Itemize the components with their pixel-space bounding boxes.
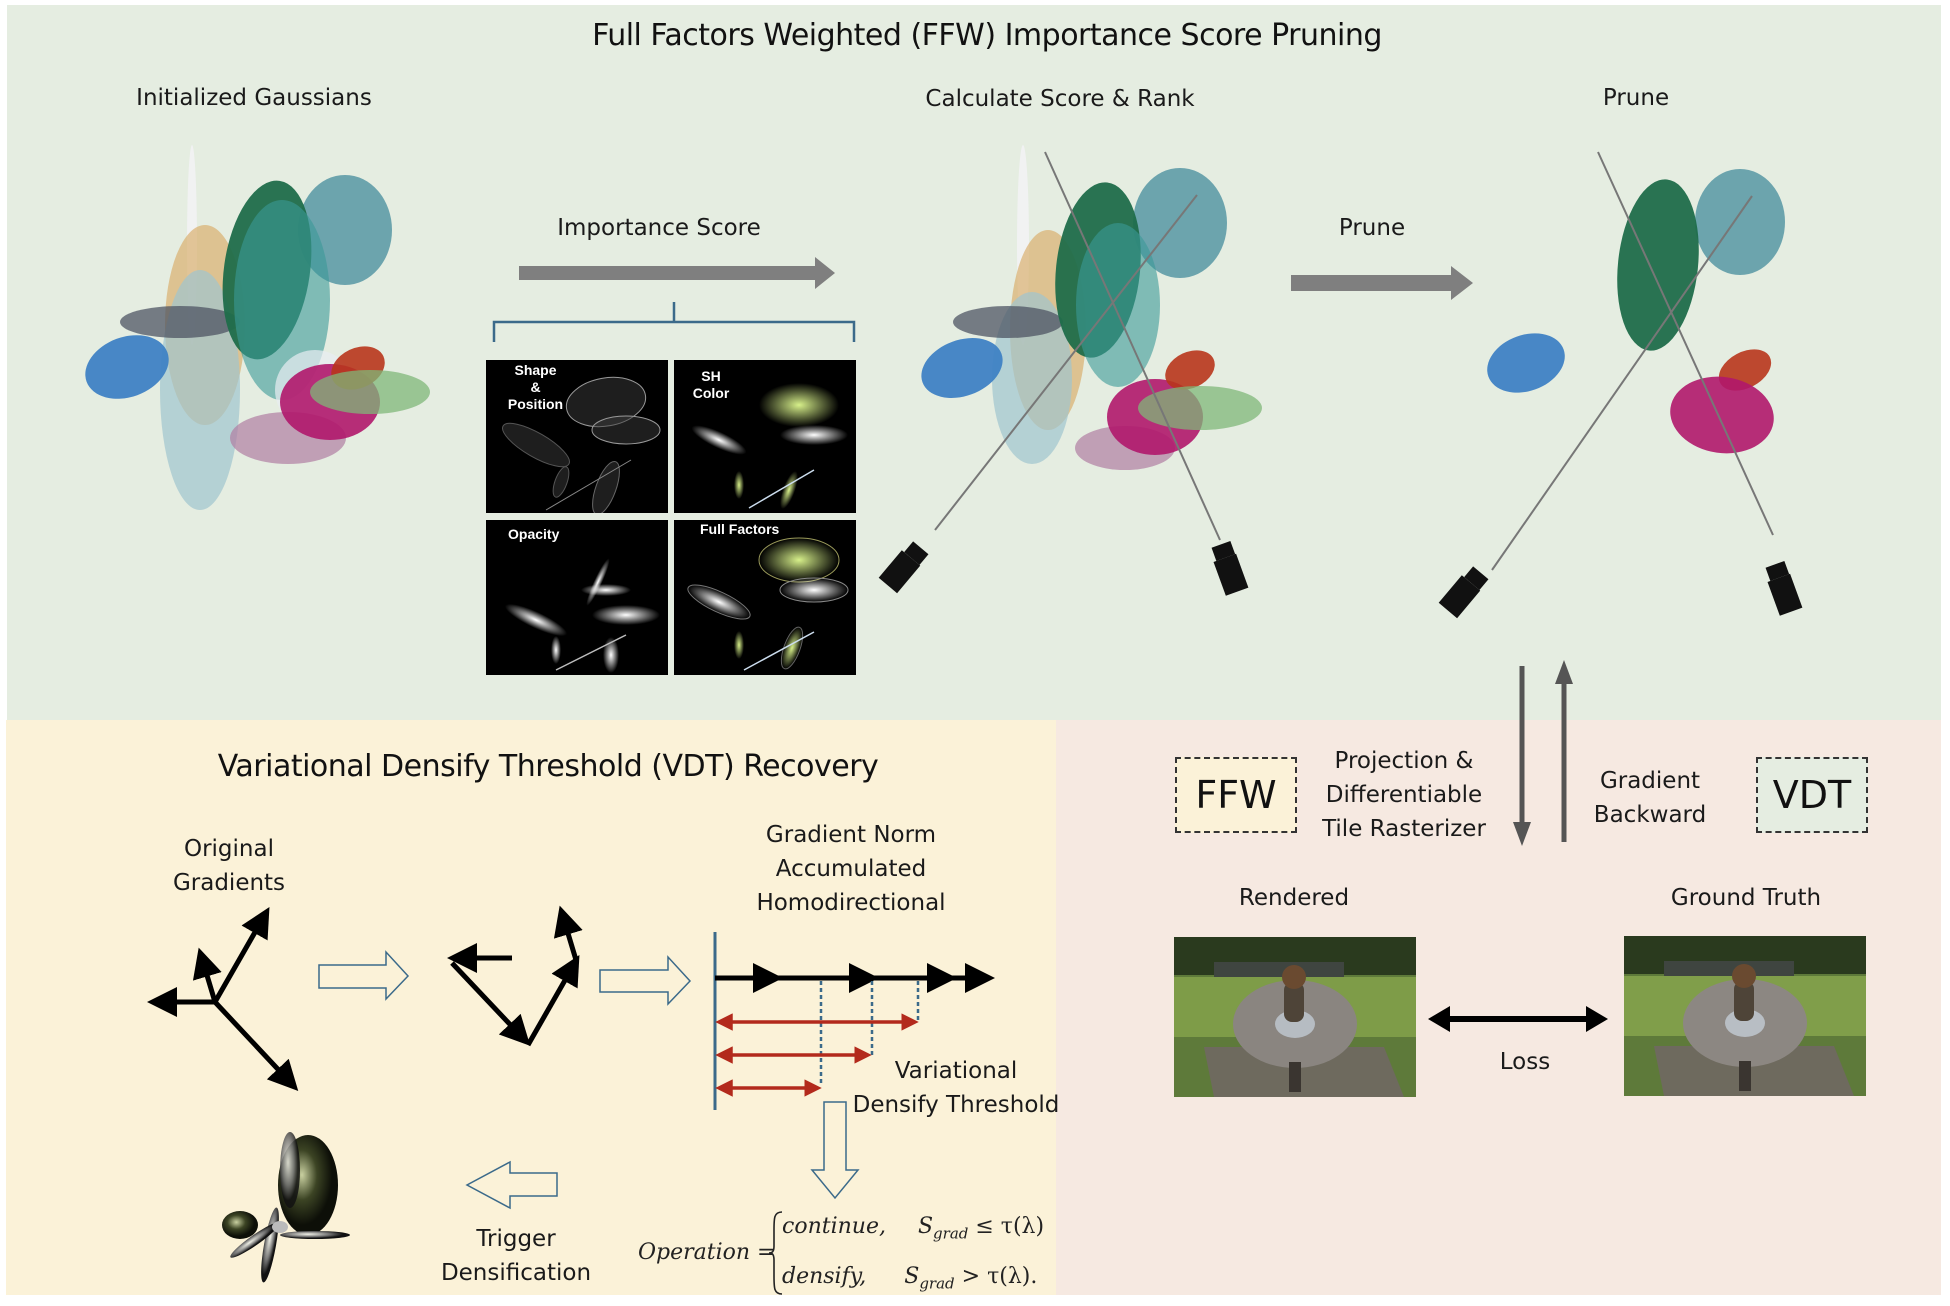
rendered-label: Rendered xyxy=(1238,885,1350,911)
camera-icon xyxy=(878,541,929,594)
chained-vector xyxy=(450,961,531,1046)
gradient-norm-accumulated-label: Gradient Norm Accumulated Homodirectiona… xyxy=(756,822,946,916)
loss-label: Loss xyxy=(1499,1049,1551,1075)
gaussian-ellipsoids xyxy=(1487,169,1785,454)
chained-vector xyxy=(553,905,583,961)
formula-op-continue: continue, xyxy=(782,1214,886,1239)
thumbnail-opacity-label: Opacity xyxy=(508,526,560,542)
gradient-vector xyxy=(192,947,222,1003)
prune-stage-label: Prune xyxy=(1602,85,1670,111)
flow-arrow-right xyxy=(599,955,692,1006)
forward-render-arrow xyxy=(1513,666,1531,846)
formula-brace xyxy=(768,1211,783,1295)
formula-op-densify: densify, xyxy=(782,1264,867,1289)
shape-position-render xyxy=(502,376,661,513)
camera-icon xyxy=(1438,566,1489,619)
trigger-densification-label: Trigger Densification xyxy=(440,1226,592,1286)
formula-sub-grad: grad xyxy=(933,1224,969,1243)
calculate-score-rank-label: Calculate Score & Rank xyxy=(925,86,1195,112)
formula-cond-s: S xyxy=(904,1264,920,1289)
opacity-render xyxy=(505,558,660,673)
gradient-vector xyxy=(212,906,270,1004)
thumbnail-shape-position: Shape & Position xyxy=(486,360,668,513)
thumbnail-sh-color: SH Color xyxy=(674,360,856,513)
original-gradients-label: Original Gradients xyxy=(172,836,286,896)
gaussian-ellipsoids xyxy=(921,145,1262,470)
formula-rel-gt: > τ(λ). xyxy=(961,1264,1038,1289)
loss-double-arrow xyxy=(1428,1006,1608,1032)
ground-truth-label: Ground Truth xyxy=(1670,885,1822,911)
thumbnail-sh-color-label: SH Color xyxy=(692,368,730,401)
initialized-gaussians-illustration xyxy=(85,145,430,510)
factors-bracket xyxy=(492,302,856,342)
thumbnail-full-factors-label: Full Factors xyxy=(700,521,780,537)
scored-gaussians-illustration xyxy=(878,145,1262,596)
camera-ray xyxy=(934,194,1198,531)
formula-case-continue: continue, Sgrad ≤ τ(λ) xyxy=(782,1214,1044,1242)
flow-arrow-left xyxy=(465,1160,558,1210)
flow-arrow-down xyxy=(810,1101,860,1200)
chained-vector xyxy=(525,954,580,1047)
camera-ray xyxy=(1597,151,1774,536)
camera-ray xyxy=(1044,151,1221,541)
densified-gaussians-illustration xyxy=(222,1132,350,1283)
vdt-module-box: VDT xyxy=(1756,757,1868,833)
ffw-module-box: FFW xyxy=(1175,757,1297,833)
formula-cond-s: S xyxy=(917,1214,934,1239)
thumbnail-full-factors: Full Factors xyxy=(674,520,856,675)
garden-table-scene xyxy=(1174,937,1416,1097)
formula-rel-le: ≤ τ(λ) xyxy=(975,1214,1045,1239)
gradient-backward-label: Gradient Backward xyxy=(1593,768,1707,828)
vdt-recovery-panel xyxy=(6,720,1056,1295)
prune-arrow-label: Prune xyxy=(1338,215,1406,241)
prune-arrow xyxy=(1291,266,1473,300)
ffw-section-title: Full Factors Weighted (FFW) Importance S… xyxy=(592,18,1382,53)
sh-color-render xyxy=(691,383,848,509)
importance-score-arrow xyxy=(519,257,835,289)
vdt-section-title: Variational Densify Threshold (VDT) Reco… xyxy=(217,749,879,784)
gaussian-ellipsoids xyxy=(85,145,430,510)
gradient-backward-arrow xyxy=(1555,660,1573,842)
camera-icon xyxy=(1765,560,1803,616)
formula-sub-grad: grad xyxy=(919,1274,955,1293)
operation-formula-lhs: Operation = xyxy=(638,1240,776,1265)
original-gradients-vectors xyxy=(147,905,583,1091)
rendered-image xyxy=(1174,937,1416,1097)
importance-score-label: Importance Score xyxy=(557,215,761,241)
camera-icon xyxy=(1211,540,1249,596)
projection-rasterizer-label: Projection & Differentiable Tile Rasteri… xyxy=(1322,748,1486,842)
pruned-gaussians-illustration xyxy=(1438,151,1803,619)
initialized-gaussians-label: Initialized Gaussians xyxy=(136,85,372,111)
thumbnail-opacity: Opacity xyxy=(486,520,668,675)
camera-ray xyxy=(1491,195,1753,571)
garden-table-scene xyxy=(1624,936,1866,1096)
variational-threshold-diagram xyxy=(713,932,995,1200)
thumbnail-shape-position-label: Shape & Position xyxy=(507,362,564,412)
formula-case-densify: densify, Sgrad > τ(λ). xyxy=(782,1264,1037,1292)
gradient-vector xyxy=(213,1000,299,1091)
flow-arrow-right xyxy=(318,950,410,1001)
variational-densify-threshold-label: Variational Densify Threshold xyxy=(852,1058,1060,1118)
ground-truth-image xyxy=(1624,936,1866,1096)
full-factors-render xyxy=(687,537,849,671)
